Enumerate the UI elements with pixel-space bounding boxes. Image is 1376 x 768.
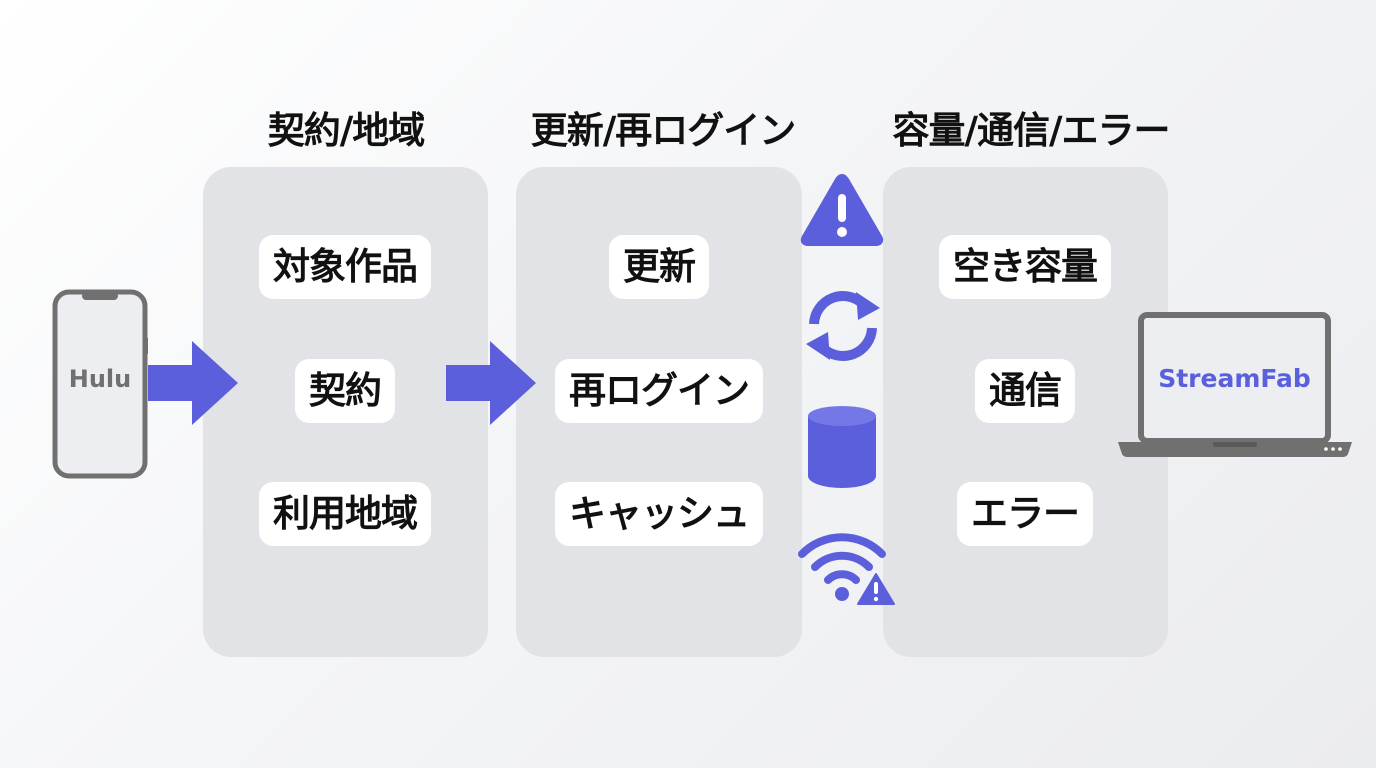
arrow-right-icon <box>446 341 536 425</box>
item-usage-region: 利用地域 <box>259 482 431 546</box>
item-update: 更新 <box>609 235 709 299</box>
arrow-right-icon <box>148 341 238 425</box>
refresh-icon <box>806 291 880 361</box>
panel-update-relogin: 更新 再ログイン キャッシュ <box>516 167 802 657</box>
wifi-warning-icon <box>798 533 895 605</box>
storage-icon <box>808 406 876 488</box>
smartphone-icon <box>52 289 148 479</box>
item-relogin: 再ログイン <box>555 359 763 423</box>
item-contract: 契約 <box>295 359 395 423</box>
item-error: エラー <box>957 482 1093 546</box>
item-target-titles: 対象作品 <box>259 235 431 299</box>
panel-storage-network-error: 空き容量 通信 エラー <box>883 167 1168 657</box>
column-heading-contract-region: 契約/地域 <box>267 109 426 152</box>
column-heading-update-relogin: 更新/再ログイン <box>530 109 797 152</box>
column-heading-storage-network-error: 容量/通信/エラー <box>892 109 1170 152</box>
panel-contract-region: 対象作品 契約 利用地域 <box>203 167 488 657</box>
laptop-icon <box>1118 312 1352 457</box>
item-free-space: 空き容量 <box>939 235 1111 299</box>
warning-icon <box>800 174 884 246</box>
source-device-label: Hulu <box>68 365 132 393</box>
target-device-label: StreamFab <box>1158 364 1311 393</box>
item-cache: キャッシュ <box>555 482 763 546</box>
item-network: 通信 <box>975 359 1075 423</box>
